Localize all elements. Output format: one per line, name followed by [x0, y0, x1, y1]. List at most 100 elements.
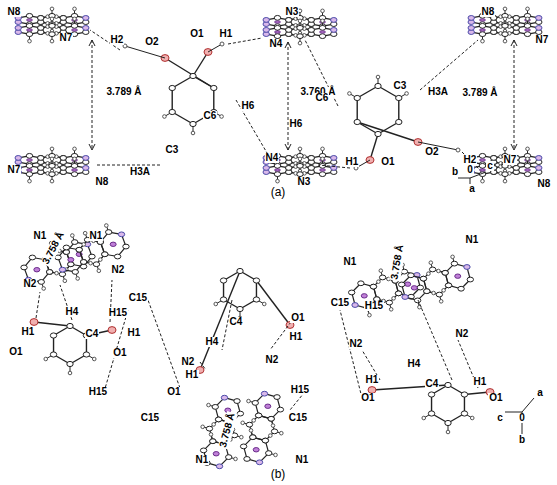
atom-label: N7	[535, 35, 550, 46]
atom-ellipsoid	[89, 261, 93, 265]
atom-ellipsoid	[262, 302, 266, 306]
axis-label: b	[518, 435, 526, 446]
atom-label: N8	[537, 179, 552, 190]
atom-ellipsoid	[220, 297, 226, 302]
centroid	[274, 21, 280, 23]
atom-ellipsoid	[237, 268, 243, 273]
atom-ellipsoid	[370, 284, 376, 289]
atom-ellipsoid	[445, 283, 451, 288]
atom-ellipsoid	[26, 172, 32, 177]
atom-ellipsoid	[71, 23, 77, 28]
atom-ellipsoid	[207, 403, 211, 407]
atom-ellipsoid	[319, 34, 325, 39]
c-o-bond	[193, 52, 208, 76]
atom-ellipsoid	[308, 28, 314, 33]
arrow-head	[511, 40, 517, 46]
atom-ellipsoid	[55, 271, 59, 275]
c-o-bond	[370, 134, 378, 160]
atom-ellipsoid	[429, 261, 433, 265]
atom-ellipsoid	[298, 147, 302, 151]
o-h-bond	[125, 46, 165, 58]
atom-ellipsoid	[38, 26, 44, 31]
atom-label: C3	[165, 145, 180, 156]
atom-ellipsoid	[63, 245, 69, 250]
hydrogen-bond	[104, 310, 128, 392]
atom-ellipsoid	[201, 425, 205, 429]
atom-ellipsoid	[83, 26, 89, 31]
atom-ellipsoid	[445, 420, 451, 425]
atom-label: N7	[59, 33, 74, 44]
atom-ellipsoid	[261, 391, 267, 396]
atom-ellipsoid	[212, 423, 216, 427]
atom-ellipsoid	[420, 276, 426, 281]
atom-ellipsoid	[105, 224, 109, 228]
atom-ellipsoid	[526, 7, 530, 11]
atom-ellipsoid	[321, 157, 325, 161]
atom-ellipsoid	[15, 156, 21, 161]
centroid	[110, 242, 116, 246]
atom-ellipsoid	[38, 280, 44, 285]
atom-ellipsoid	[63, 279, 67, 283]
atom-label: C15	[128, 293, 148, 304]
atom-label: N2	[111, 265, 126, 276]
atom-ellipsoid	[417, 285, 423, 290]
atom-ellipsoid	[297, 163, 303, 168]
atom-ellipsoid	[319, 172, 325, 177]
atom-ellipsoid	[26, 23, 32, 28]
atom-ellipsoid	[231, 433, 237, 438]
centroid	[455, 274, 461, 278]
atom-ellipsoid	[83, 16, 89, 21]
atom-ellipsoid	[428, 411, 434, 416]
atom-label: H6	[241, 101, 256, 112]
atom-label: H3A	[129, 167, 151, 178]
atom-ellipsoid	[163, 115, 167, 119]
atom-label: H1	[185, 370, 200, 381]
atom-ellipsoid	[286, 166, 292, 171]
atom-label: O1	[189, 29, 204, 40]
atom-ellipsoid	[354, 95, 360, 100]
atom-ellipsoid	[226, 455, 232, 460]
atom-ellipsoid	[286, 28, 292, 33]
atom-label: H1	[219, 29, 234, 40]
atom-ellipsoid	[123, 244, 129, 249]
atom-ellipsoid	[71, 163, 77, 168]
atom-ellipsoid	[83, 166, 89, 171]
atom-ellipsoid	[26, 32, 32, 37]
atom-ellipsoid	[234, 399, 240, 404]
atom-ellipsoid	[38, 166, 44, 171]
atom-ellipsoid	[491, 156, 497, 161]
atom-ellipsoid	[524, 163, 530, 168]
atom-ellipsoid	[50, 333, 56, 338]
axis-label: a	[536, 388, 544, 399]
atom-ellipsoid	[379, 269, 383, 273]
atom-ellipsoid	[298, 41, 302, 45]
atom-label: H3A	[427, 87, 449, 98]
atom-ellipsoid	[83, 156, 89, 161]
panel-label: (a)	[270, 186, 287, 199]
hydrogen-bond	[340, 310, 362, 398]
atom-ellipsoid	[71, 172, 77, 177]
centroid	[265, 404, 271, 408]
atom-ellipsoid	[92, 357, 96, 361]
atom-ellipsoid	[26, 153, 32, 158]
atom-ellipsoid	[420, 276, 426, 281]
atom-label: C6	[203, 111, 218, 122]
atom-label: H4	[407, 359, 422, 370]
atom-ellipsoid	[246, 422, 252, 427]
atom-ellipsoid	[82, 243, 86, 247]
atom-ellipsoid	[375, 83, 381, 88]
centroid	[26, 169, 32, 171]
atom-ellipsoid	[59, 267, 65, 272]
atom-ellipsoid	[297, 34, 303, 39]
atom-ellipsoid	[348, 290, 354, 295]
atom-ellipsoid	[29, 255, 35, 260]
atom-ellipsoid	[461, 411, 467, 416]
atom-ellipsoid	[308, 18, 314, 23]
atom-ellipsoid	[244, 457, 250, 462]
atom-ellipsoid	[526, 147, 530, 151]
atom-ellipsoid	[237, 306, 243, 311]
atom-label: O2	[144, 37, 159, 48]
atom-ellipsoid	[67, 361, 73, 366]
atom-ellipsoid	[108, 327, 116, 334]
atom-ellipsoid	[38, 166, 44, 171]
